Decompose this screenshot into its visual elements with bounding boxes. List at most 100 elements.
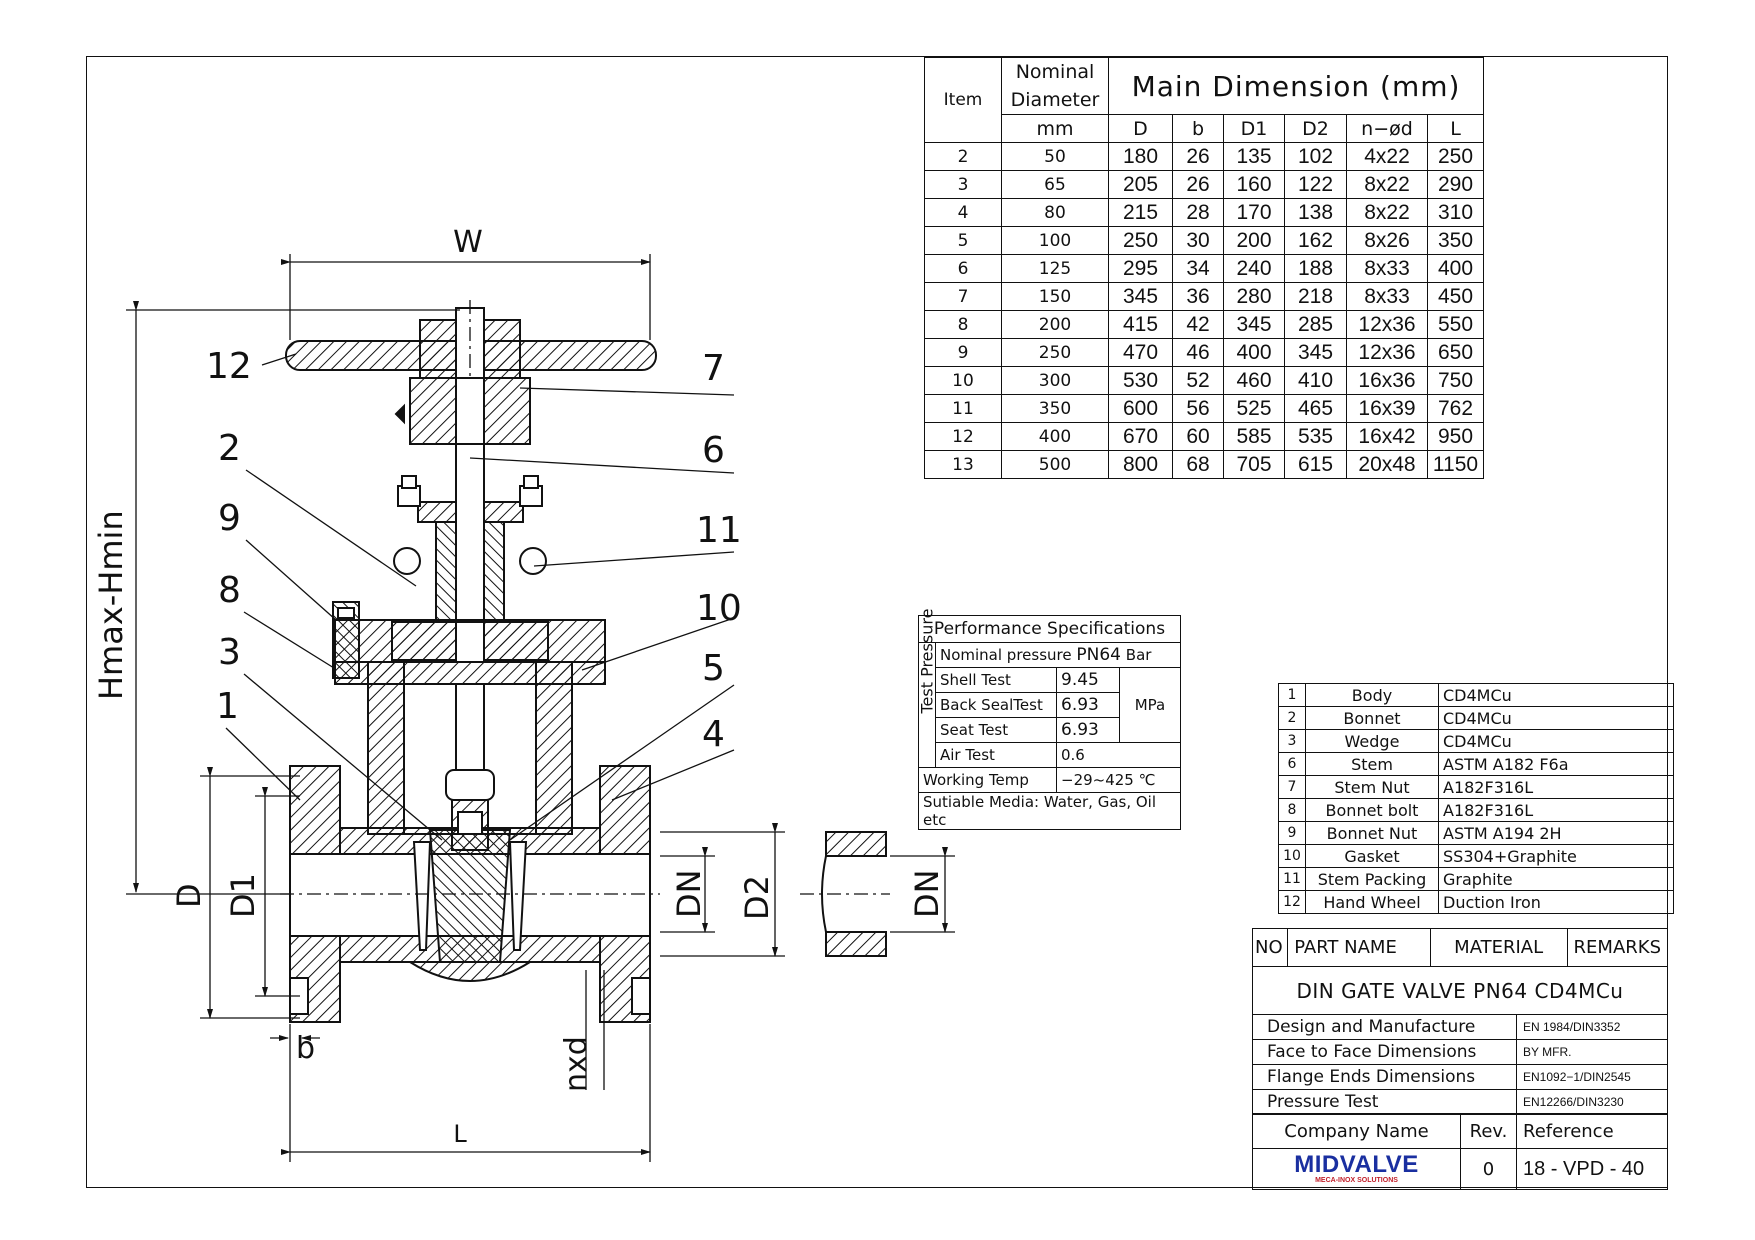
callout-6: 6	[702, 430, 725, 471]
title-block: NO PART NAME MATERIAL REMARKS DIN GATE V…	[1252, 928, 1668, 1190]
cell-dimension: 250	[1108, 226, 1173, 255]
cell-dimension: 400	[1427, 254, 1484, 283]
cell-dimension: 400	[1223, 338, 1285, 367]
cell-dimension: 56	[1172, 394, 1224, 423]
part-name: Body	[1305, 683, 1439, 707]
cell-dimension: 350	[1427, 226, 1484, 255]
cell-dimension: 670	[1108, 422, 1173, 451]
cell-dimension: 16x42	[1346, 422, 1428, 451]
cell-dimension: 310	[1427, 198, 1484, 227]
callout-5: 5	[702, 648, 725, 689]
standard-value: EN1092−1/DIN2545	[1523, 1070, 1631, 1084]
bonnet	[332, 601, 606, 679]
cell-dimension: 26	[1172, 142, 1224, 171]
label-hmax: Hmax-Hmin	[92, 510, 130, 700]
company-name-label: Company Name	[1253, 1115, 1461, 1148]
cell-dimension: 170	[1223, 198, 1285, 227]
cell-dimension: 42	[1172, 310, 1224, 339]
part-no: 2	[1278, 706, 1306, 730]
label-l: L	[453, 1120, 467, 1148]
header-main-dimension: Main Dimension (mm)	[1108, 57, 1484, 115]
cell-dimension: 550	[1427, 310, 1484, 339]
label-d: D	[170, 883, 208, 908]
air-test-value: 0.6	[1056, 742, 1181, 768]
cell-dimension: 135	[1223, 142, 1285, 171]
cell-dimension: 250	[1427, 142, 1484, 171]
part-material: Duction Iron	[1438, 890, 1674, 914]
nominal-pressure-label: Nominal pressure	[940, 646, 1072, 664]
standard-value: EN 1984/DIN3352	[1523, 1020, 1621, 1034]
part-name: Bonnet Nut	[1305, 821, 1439, 845]
cell-dimension: 188	[1284, 254, 1347, 283]
label-dn-2: DN	[908, 869, 946, 918]
cell-dimension: 102	[1284, 142, 1347, 171]
cell-item: 7	[924, 282, 1002, 311]
cell-dimension: 8x33	[1346, 254, 1428, 283]
shell-test-value: 9.45	[1056, 667, 1120, 693]
cell-nominal: 250	[1001, 338, 1109, 367]
cell-dimension: 60	[1172, 422, 1224, 451]
cell-dimension: 285	[1284, 310, 1347, 339]
air-test-label: Air Test	[935, 742, 1057, 768]
title-row: DIN GATE VALVE PN64 CD4MCu	[1252, 966, 1668, 1014]
cell-item: 11	[924, 394, 1002, 423]
wedge	[412, 799, 528, 963]
cell-dimension: 218	[1284, 282, 1347, 311]
standard-value: EN12266/DIN3230	[1523, 1094, 1624, 1109]
col-d: D	[1108, 114, 1173, 143]
header-material: MATERIAL	[1431, 929, 1568, 966]
cell-dimension: 8x22	[1346, 170, 1428, 199]
standard-value: BY MFR.	[1523, 1045, 1572, 1059]
nominal-pressure-row: Nominal pressure PN64 Bar	[935, 642, 1181, 668]
col-d2: D2	[1284, 114, 1347, 143]
callout-1: 1	[216, 686, 239, 727]
cell-dimension: 295	[1108, 254, 1173, 283]
cell-nominal: 100	[1001, 226, 1109, 255]
cell-dimension: 415	[1108, 310, 1173, 339]
part-name: Bonnet bolt	[1305, 798, 1439, 822]
cell-dimension: 205	[1108, 170, 1173, 199]
callout-9: 9	[218, 498, 241, 539]
callout-8: 8	[218, 570, 241, 611]
cell-dimension: 290	[1427, 170, 1484, 199]
cell-dimension: 585	[1223, 422, 1285, 451]
working-temp-label: Working Temp	[918, 767, 1057, 793]
cell-nominal: 400	[1001, 422, 1109, 451]
cell-dimension: 705	[1223, 450, 1285, 479]
back-seal-test-label: Back SealTest	[935, 692, 1057, 718]
cell-nominal: 350	[1001, 394, 1109, 423]
cell-nominal: 200	[1001, 310, 1109, 339]
part-no: 9	[1278, 821, 1306, 845]
cell-item: 2	[924, 142, 1002, 171]
part-name: Hand Wheel	[1305, 890, 1439, 914]
cell-item: 10	[924, 366, 1002, 395]
cell-dimension: 450	[1427, 282, 1484, 311]
header-mm: mm	[1001, 114, 1109, 143]
logo-tagline: MECA-INOX SOLUTIONS	[1315, 1177, 1398, 1184]
col-n-d: n−ød	[1346, 114, 1428, 143]
reference-value: 18 - VPD - 40	[1523, 1157, 1645, 1180]
cell-dimension: 162	[1284, 226, 1347, 255]
label-nxd: nxd	[559, 1036, 594, 1092]
part-no: 12	[1278, 890, 1306, 914]
parts-header-row: NO PART NAME MATERIAL REMARKS	[1252, 928, 1668, 966]
cell-item: 8	[924, 310, 1002, 339]
cell-nominal: 50	[1001, 142, 1109, 171]
